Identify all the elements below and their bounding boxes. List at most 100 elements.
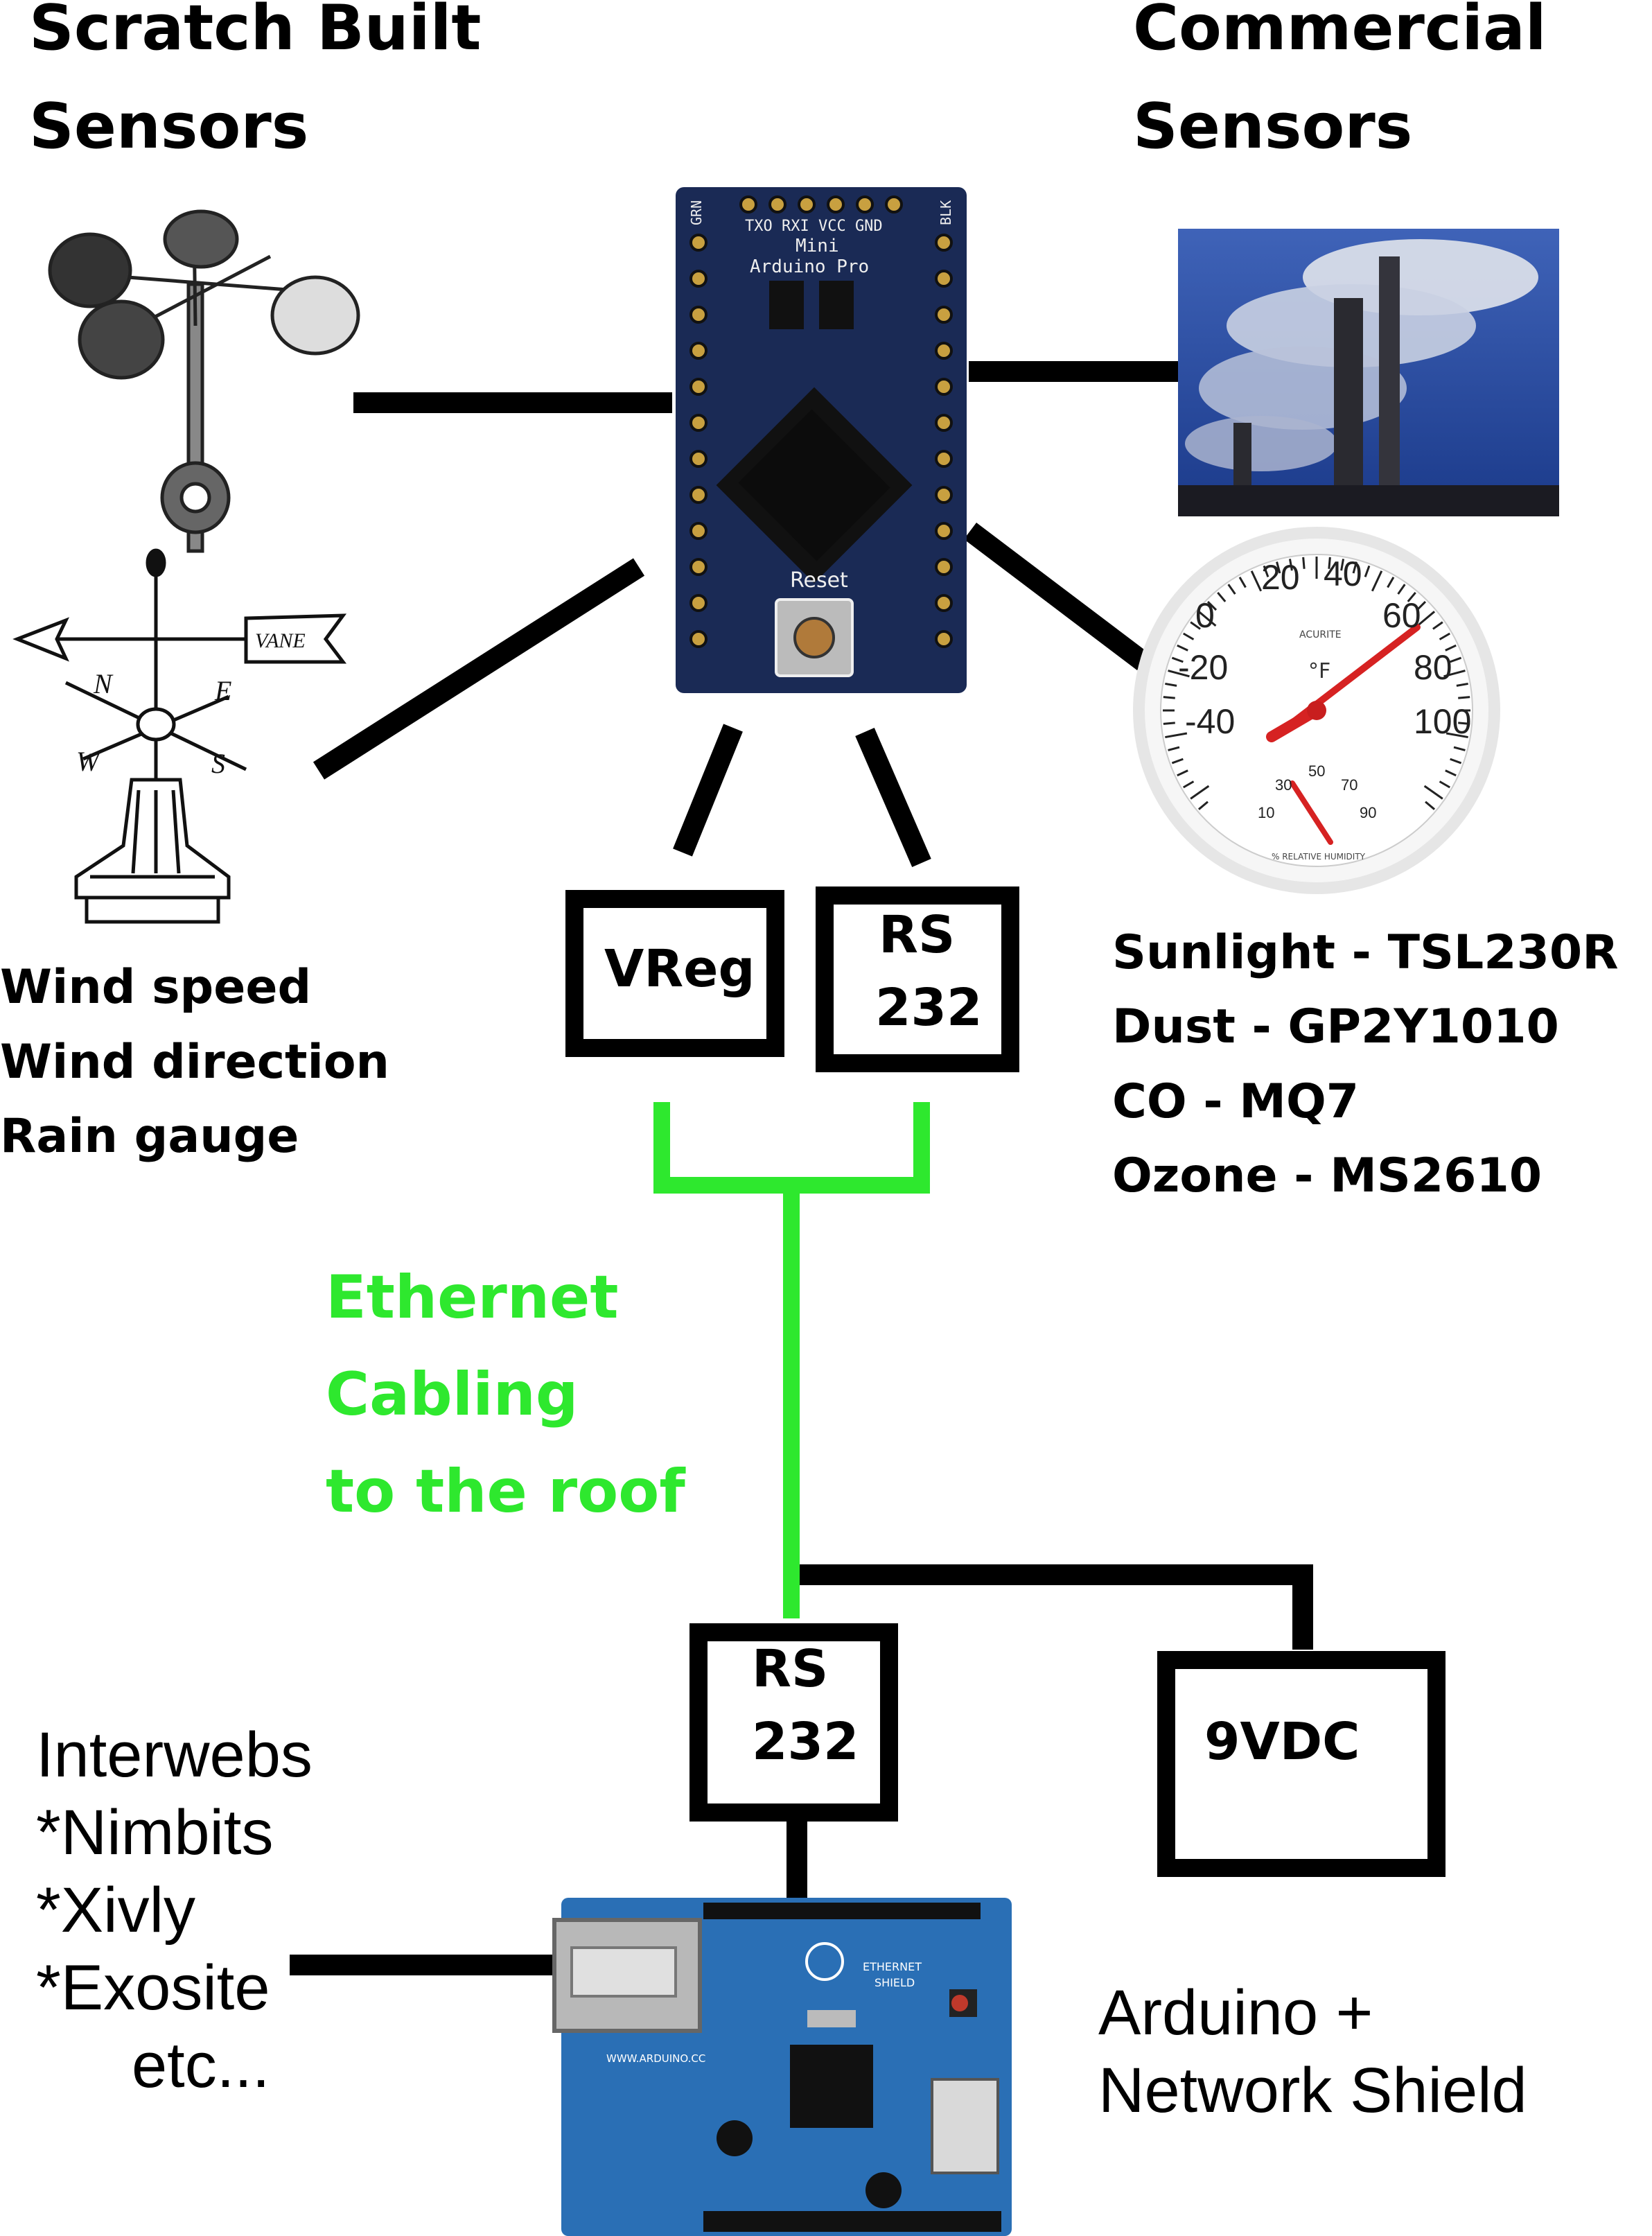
thermometer-tick — [1171, 656, 1184, 663]
scratch-sensor-wind-direction: Wind direction — [0, 1035, 389, 1090]
board-pin — [935, 486, 953, 504]
thermometer-tick — [1416, 600, 1427, 611]
thermometer-temp-label: 20 — [1261, 558, 1300, 597]
arduino-ethernet-shield — [552, 1898, 1012, 2236]
thermometer-tick — [1432, 621, 1443, 630]
board-pin — [935, 270, 953, 288]
thermometer-tick — [1182, 780, 1195, 789]
board-pin — [689, 594, 708, 612]
board-pin — [935, 342, 953, 360]
thermometer-temp-label: 0 — [1195, 596, 1215, 635]
connector-lines — [290, 361, 1313, 1975]
thermometer-tick — [1190, 785, 1210, 800]
thermometer-tick — [1197, 801, 1209, 810]
line-board-to-vreg — [673, 724, 743, 857]
power-9vdc-label: 9VDC — [1204, 1712, 1360, 1772]
board-pin — [935, 450, 953, 468]
board-grn-label: GRN — [688, 200, 705, 225]
thermometer-tick — [1450, 656, 1462, 663]
thermometer-tick — [1163, 722, 1175, 725]
thermometer-tick — [1371, 570, 1383, 592]
ethernet-cabling-label-line2: Cabling — [326, 1360, 579, 1429]
thermometer-temp-label: 40 — [1324, 554, 1362, 593]
board-pins-top-label: TXO RXI VCC GND — [745, 218, 883, 235]
thermometer-tick — [1328, 557, 1331, 569]
scratch-sensors-heading-line1: Scratch Built — [29, 0, 482, 64]
thermometer-tick — [1407, 591, 1416, 602]
thermometer-temp-label: 80 — [1414, 648, 1452, 687]
thermometer-brand: ACURITE — [1299, 629, 1342, 640]
thermometer-tick — [1439, 780, 1451, 789]
arduino-shield-label-line2: Network Shield — [1098, 2055, 1527, 2126]
power-9vdc-box — [1157, 1651, 1446, 1877]
board-pin — [935, 234, 953, 252]
rs232-bottom-box — [689, 1623, 898, 1822]
thermometer-tick — [1177, 769, 1188, 777]
thermometer-tick — [1340, 559, 1345, 571]
rs232-top-label-line2: 232 — [875, 978, 983, 1038]
board-name-line2: Arduino Pro — [750, 256, 869, 277]
board-pin — [689, 342, 708, 360]
board-blk-label: BLK — [938, 200, 954, 225]
thermometer-tick — [1450, 758, 1462, 765]
board-pin — [689, 270, 708, 288]
thermometer-tick — [1425, 801, 1436, 810]
anemometer-drawing — [48, 209, 360, 553]
thermometer-tick — [1168, 670, 1190, 678]
vreg-box — [565, 890, 784, 1057]
thermometer-tick — [1453, 746, 1466, 751]
arduino-pro-mini-board — [676, 187, 967, 693]
board-pin — [739, 195, 757, 213]
board-pin — [689, 486, 708, 504]
thermometer-tick — [1190, 621, 1201, 630]
thermometer-temp-label: -20 — [1178, 648, 1228, 687]
thermometer-tick — [1168, 746, 1180, 751]
vane-north-letter: N — [93, 668, 114, 699]
board-pin — [935, 414, 953, 432]
commercial-sensor-ozone: Ozone - MS2610 — [1112, 1148, 1543, 1203]
thermometer-tick — [1177, 644, 1188, 652]
rs232-bottom-label-line1: RS — [752, 1639, 829, 1699]
thermometer-tick — [1423, 785, 1443, 800]
thermometer-humidity-label: 50 — [1308, 762, 1325, 780]
board-pin — [856, 195, 874, 213]
thermometer-tick — [1446, 732, 1468, 739]
thermometer-temp-label: 100 — [1414, 702, 1471, 741]
shield-ethernet-text: ETHERNET — [863, 1960, 922, 1973]
thermometer-tick — [1263, 565, 1269, 577]
interwebs-etc: etc... — [132, 2030, 270, 2101]
thermometer-tick — [1397, 584, 1406, 595]
vane-south-letter: S — [211, 748, 225, 779]
board-pin — [885, 195, 903, 213]
thermometer-tick — [1443, 670, 1466, 678]
ethernet-cabling-label-line1: Ethernet — [326, 1263, 619, 1332]
board-pin — [689, 558, 708, 576]
board-pin — [935, 594, 953, 612]
board-pin — [689, 378, 708, 396]
board-pin — [689, 414, 708, 432]
interwebs-nimbits: *Nimbits — [36, 1797, 274, 1868]
interwebs-xivly: *Xivly — [36, 1875, 196, 1946]
board-pin — [768, 195, 787, 213]
thermometer-tick — [1165, 732, 1188, 739]
line-board-to-rs232-top — [855, 728, 931, 867]
rs232-bottom-label-line2: 232 — [752, 1712, 859, 1772]
board-pin — [689, 234, 708, 252]
board-pin — [935, 630, 953, 648]
board-pin — [798, 195, 816, 213]
ethernet-cable — [653, 1102, 930, 1618]
line-to-9vdc — [790, 1564, 1313, 1650]
shield-shield-text: SHIELD — [875, 1976, 915, 1989]
thermometer-tick — [1364, 565, 1371, 577]
scratch-sensor-rain-gauge: Rain gauge — [0, 1109, 299, 1164]
thermometer-tick — [1458, 722, 1470, 725]
board-pin — [935, 522, 953, 540]
line-vane-to-board — [313, 558, 645, 780]
scratch-sensor-wind-speed: Wind speed — [0, 960, 312, 1015]
interwebs-exosite: *Exosite — [36, 1953, 270, 2023]
thermometer-humidity-caption: % RELATIVE HUMIDITY — [1272, 852, 1366, 862]
commercial-sensor-dust: Dust - GP2Y1010 — [1112, 999, 1559, 1054]
